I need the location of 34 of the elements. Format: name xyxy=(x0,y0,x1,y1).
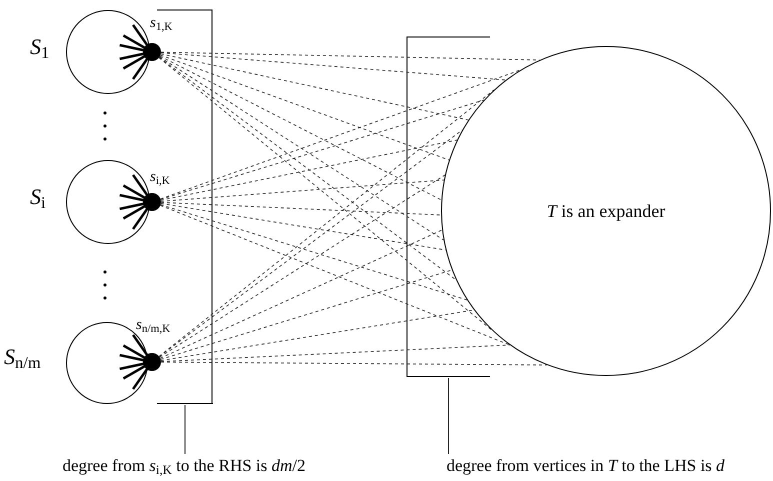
dashed-edge xyxy=(160,344,510,362)
annotation-text: degree from s$_{i,K}$ to the RHS is dm/2 xyxy=(62,455,306,478)
set-label: S$_{i}$ xyxy=(30,186,46,208)
annotation-text: degree from vertices in T to the LHS is d xyxy=(446,455,725,477)
dashed-edge xyxy=(160,100,484,200)
dashed-edge xyxy=(160,202,442,216)
dashed-edge xyxy=(160,52,506,80)
dashed-edge xyxy=(158,57,457,280)
dashed-edge xyxy=(158,90,494,357)
leader-line xyxy=(184,404,186,454)
leader-line xyxy=(448,378,449,454)
vertex-label: s$_{1,K}$ xyxy=(150,16,172,31)
dashed-edge xyxy=(160,54,469,120)
dashed-edge xyxy=(160,204,510,346)
dashed-edge xyxy=(160,180,444,202)
dashed-edge xyxy=(158,57,492,330)
dashed-edge xyxy=(160,140,458,201)
vertex-label: s$_{n/m,K}$ xyxy=(136,318,170,333)
dashed-edge xyxy=(160,54,450,160)
dashed-edge xyxy=(160,52,540,60)
dashed-edge xyxy=(160,270,452,360)
dashed-edge xyxy=(160,203,446,250)
dashed-edge xyxy=(159,56,444,240)
dashed-edge xyxy=(160,362,548,366)
dashed-edge xyxy=(160,204,468,300)
set-label: S$_{n/m}$ xyxy=(4,346,41,368)
circle-label: T is an expander xyxy=(546,200,666,223)
vertex-label: s$_{i,K}$ xyxy=(150,170,170,185)
set-label: S$_{1}$ xyxy=(30,36,50,58)
dashed-edge xyxy=(160,310,474,361)
dashed-edge xyxy=(160,230,442,359)
dashed-edge xyxy=(159,174,446,358)
dashed-edge xyxy=(160,70,521,200)
dashed-edge xyxy=(160,56,442,200)
